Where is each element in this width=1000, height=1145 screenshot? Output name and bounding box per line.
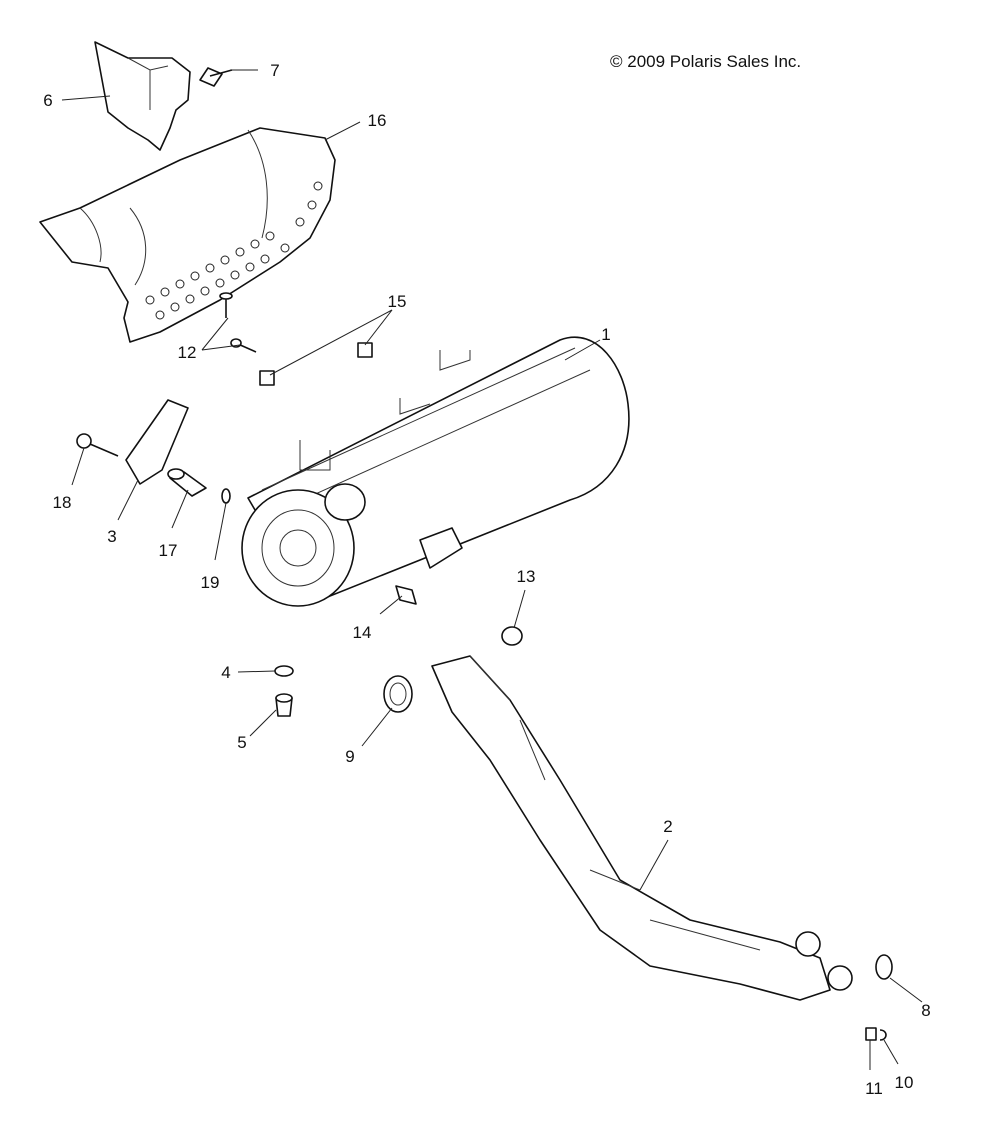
part-heat-deflector[interactable] xyxy=(94,41,191,151)
callout-17: 17 xyxy=(159,541,178,560)
callout-16: 16 xyxy=(368,111,387,130)
callout-8: 8 xyxy=(921,1001,930,1020)
callout-6: 6 xyxy=(43,91,52,110)
part-bolt-18[interactable] xyxy=(76,433,119,457)
part-washer-4[interactable] xyxy=(274,665,294,677)
part-washer-19[interactable] xyxy=(221,488,231,504)
part-gasket-8[interactable] xyxy=(875,954,893,980)
part-spacer-17[interactable] xyxy=(167,468,207,497)
callout-11: 11 xyxy=(865,1079,883,1098)
callout-13: 13 xyxy=(517,567,536,586)
part-heat-shield[interactable] xyxy=(39,127,336,343)
part-muffler[interactable] xyxy=(241,336,630,607)
callout-1: 1 xyxy=(601,325,610,344)
callout-19: 19 xyxy=(201,573,220,592)
callout-12: 12 xyxy=(178,343,197,362)
callout-9: 9 xyxy=(345,747,354,766)
part-clips-15[interactable] xyxy=(259,342,373,386)
part-push-rivet[interactable] xyxy=(199,67,233,87)
part-nut-11[interactable] xyxy=(865,1027,877,1041)
leader-lines xyxy=(61,69,923,1070)
part-gasket-9[interactable] xyxy=(383,675,413,713)
copyright-notice: © 2009 Polaris Sales Inc. xyxy=(610,52,802,71)
heat-shield-vent-holes xyxy=(145,181,323,320)
callout-18: 18 xyxy=(53,493,72,512)
callout-4: 4 xyxy=(221,663,230,682)
callout-5: 5 xyxy=(237,733,246,752)
part-plug-5[interactable] xyxy=(275,693,293,717)
callout-14: 14 xyxy=(353,623,372,642)
callout-15: 15 xyxy=(388,292,407,311)
part-clip-10[interactable] xyxy=(879,1029,887,1041)
callout-10: 10 xyxy=(895,1073,914,1092)
part-bolts-12[interactable] xyxy=(219,292,257,353)
callout-7: 7 xyxy=(270,61,279,80)
part-head-pipe[interactable] xyxy=(431,655,853,1001)
callout-3: 3 xyxy=(107,527,116,546)
callout-2: 2 xyxy=(663,817,672,836)
part-spring-13[interactable] xyxy=(501,626,523,646)
part-sensor-14[interactable] xyxy=(395,585,417,605)
